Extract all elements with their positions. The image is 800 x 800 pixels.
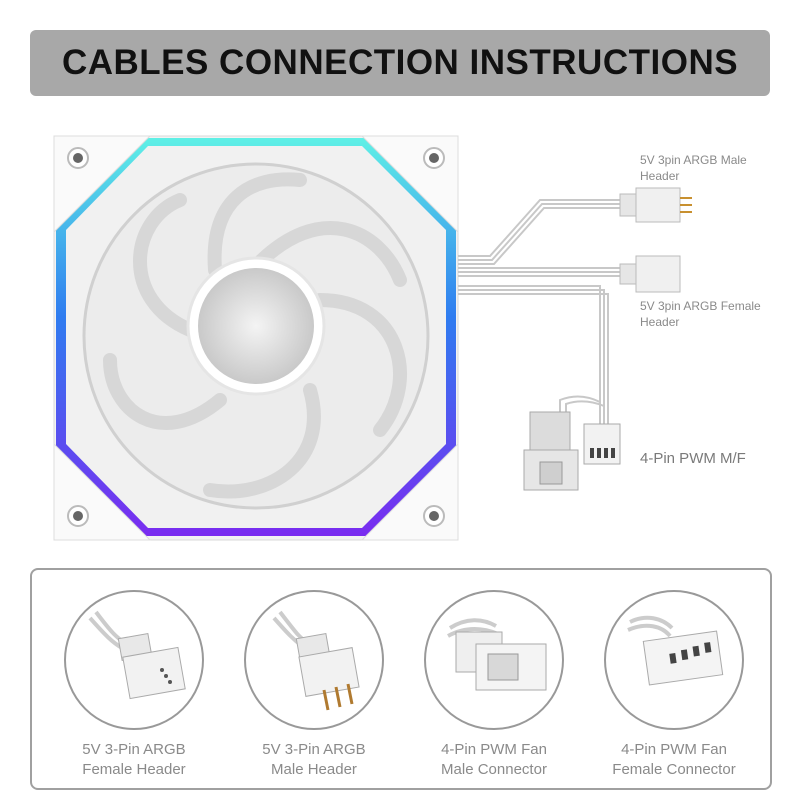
screw-hole-icon (67, 147, 445, 527)
connector-caption-line2: Male Connector (441, 761, 547, 778)
connector-item: 5V 3-Pin ARGB Female Header (59, 590, 209, 780)
cable-bundle (458, 199, 620, 424)
fan-frame (53, 135, 459, 541)
fan-hub (198, 268, 314, 384)
argb-male-header-icon (619, 187, 692, 223)
connector-caption-line2: Female Header (82, 761, 186, 778)
connector-caption-line1: 4-Pin PWM Fan (621, 741, 727, 758)
callout-male-header-line2: Header (640, 169, 680, 183)
callout-pwm: 4-Pin PWM M/F (640, 450, 746, 467)
argb-female-header-icon (619, 255, 681, 293)
callout-female-header: 5V 3pin ARGB Female Header (640, 298, 761, 330)
callout-male-header-line1: 5V 3pin ARGB Male (640, 153, 747, 167)
connector-caption-line1: 4-Pin PWM Fan (441, 741, 547, 758)
argb-male-header-icon (244, 590, 384, 730)
fan-blades (103, 172, 407, 499)
title-banner: CABLES CONNECTION INSTRUCTIONS (30, 30, 770, 96)
fan-diagram (53, 135, 692, 541)
callout-female-header-line2: Header (640, 315, 680, 329)
connector-legend-panel: 5V 3-Pin ARGB Female Header 5V 3-Pin ARGB… (30, 568, 772, 790)
connector-caption-line2: Male Header (271, 761, 357, 778)
argb-female-header-icon (64, 590, 204, 730)
connector-caption-line1: 5V 3-Pin ARGB (82, 741, 186, 758)
pwm-male-connector-icon (424, 590, 564, 730)
connector-item: 5V 3-Pin ARGB Male Header (239, 590, 389, 780)
callout-male-header: 5V 3pin ARGB Male Header (640, 152, 747, 184)
pwm-female-connector-icon (604, 590, 744, 730)
connector-caption-line2: Female Connector (612, 761, 736, 778)
page-title: CABLES CONNECTION INSTRUCTIONS (61, 43, 739, 82)
pwm-connector-pair-icon (523, 411, 621, 491)
callout-female-header-line1: 5V 3pin ARGB Female (640, 299, 761, 313)
connector-caption-line1: 5V 3-Pin ARGB (262, 741, 366, 758)
